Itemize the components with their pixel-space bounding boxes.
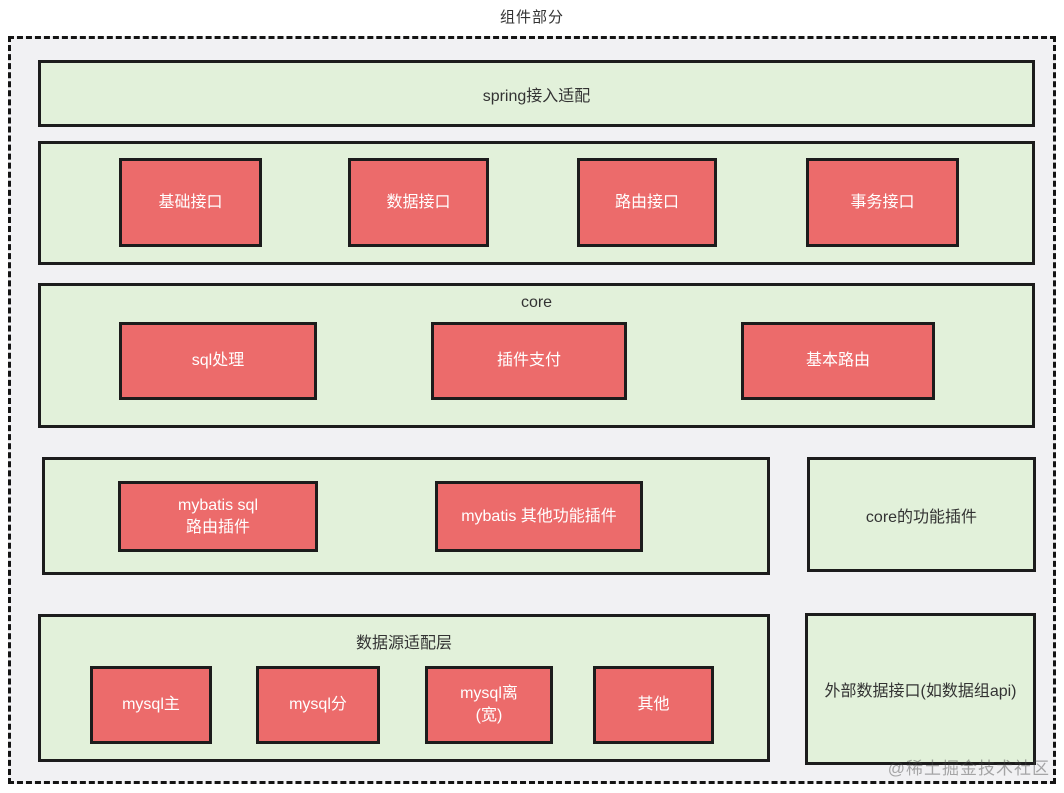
panel-spring-adapter-label: spring接入适配 [482, 87, 591, 105]
box-mybatis-sql-route-plugin: mybatis sql 路由插件 [118, 481, 318, 552]
box-mysql-shard: mysql分 [256, 666, 380, 744]
box-mysql-master: mysql主 [90, 666, 212, 744]
diagram-title: 组件部分 [499, 9, 564, 26]
box-sql-processing: sql处理 [119, 322, 317, 400]
panel-external-data-label: 外部数据接口(如数据组api) [824, 683, 1017, 700]
panel-core-label: core [520, 294, 553, 311]
box-other: 其他 [593, 666, 714, 744]
box-basic-routing: 基本路由 [741, 322, 935, 400]
box-plugin-support: 插件支付 [431, 322, 627, 400]
box-mybatis-other-plugins: mybatis 其他功能插件 [435, 481, 643, 552]
box-transaction-interface: 事务接口 [806, 158, 959, 247]
box-data-interface: 数据接口 [348, 158, 489, 247]
box-route-interface: 路由接口 [577, 158, 717, 247]
panel-datasource-label: 数据源适配层 [355, 635, 452, 652]
panel-core-plugins-label: core的功能插件 [865, 508, 978, 526]
box-mysql-offline: mysql离 (宽) [425, 666, 553, 744]
panel-spring-adapter: spring接入适配 [38, 60, 1035, 127]
panel-core-plugins: core的功能插件 [807, 457, 1036, 572]
box-basic-interface: 基础接口 [119, 158, 262, 247]
panel-external-data: 外部数据接口(如数据组api) [805, 613, 1036, 765]
watermark: @稀土掘金技术社区 [887, 759, 1050, 778]
